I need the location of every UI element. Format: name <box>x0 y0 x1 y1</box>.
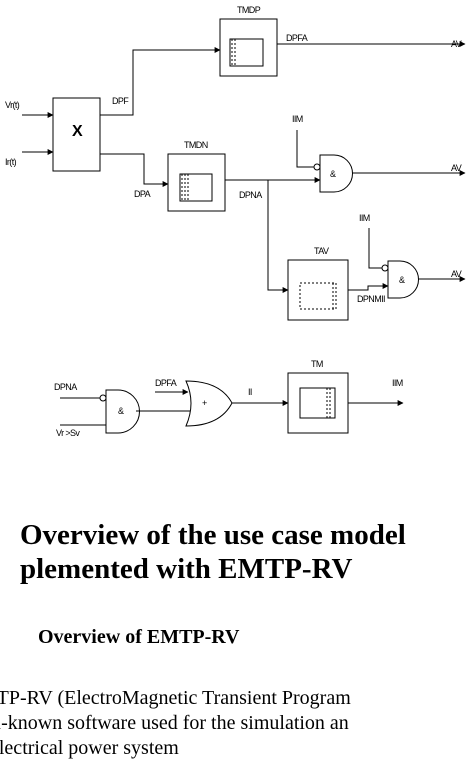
iim-mid-wire <box>368 228 382 269</box>
iim-out-label: IIM <box>392 378 403 388</box>
or-symbol: + <box>202 398 207 408</box>
ii-label: II <box>248 387 252 397</box>
and3-inverter <box>99 394 107 402</box>
paragraph-line-2: ll-known software used for the simulatio… <box>0 712 349 734</box>
av2-label: AV <box>451 163 462 173</box>
and-gate-2 <box>387 260 419 299</box>
tmdp-block <box>219 18 278 77</box>
bottom-dpfa-label: DPFA <box>155 378 177 388</box>
iim-top-label: IIM <box>292 114 303 124</box>
heading-line-1: Overview of the use case model <box>20 519 406 551</box>
tav-inner <box>299 282 337 310</box>
dpnmii-label: DPNMII <box>357 294 385 304</box>
and1-symbol: & <box>330 169 336 179</box>
and2-inverter <box>381 264 389 272</box>
dpf-wire <box>100 47 221 116</box>
and2-symbol: & <box>399 275 405 285</box>
dpfa-label: DPFA <box>286 33 308 43</box>
dpa-label: DPA <box>134 189 151 199</box>
tm-block <box>287 372 349 434</box>
tmdp-label: TMDP <box>237 5 261 15</box>
tmdn-inner <box>179 173 213 202</box>
tmdn-label: TMDN <box>184 140 208 150</box>
and1-inverter <box>313 163 321 171</box>
tm-inner <box>299 387 336 419</box>
vr-sv-label: Vr >Sv <box>56 428 80 438</box>
tmdn-block <box>167 153 226 212</box>
tav-label: TAV <box>314 246 329 256</box>
dpna-branch-wire <box>267 180 289 293</box>
vr-label: Vr(t) <box>5 100 20 110</box>
av1-label: AV <box>451 39 462 49</box>
or-gate <box>185 380 233 427</box>
subsection-heading: Overview of EMTP-RV <box>38 626 240 648</box>
and3-symbol: & <box>118 406 124 416</box>
paragraph-line-1: ITP-RV (ElectroMagnetic Transient Progra… <box>0 687 351 709</box>
multiply-symbol: X <box>72 123 83 140</box>
multiplier-block <box>52 97 101 172</box>
dpa-wire <box>100 153 169 187</box>
body-paragraph: ITP-RV (ElectroMagnetic Transient Progra… <box>0 686 351 761</box>
ir-label: Ir(t) <box>5 157 17 167</box>
iim-top-wire <box>296 130 314 168</box>
and-gate-3 <box>105 389 140 434</box>
paragraph-line-3: electrical power system <box>0 737 179 759</box>
tmdp-inner <box>229 38 264 67</box>
logic-diagram: Vr(t) Ir(t) X DPF DPA TMDP DPFA AV TMDN … <box>5 5 466 438</box>
dpf-label: DPF <box>112 96 129 106</box>
section-heading: Overview of the use case model plemented… <box>20 518 474 586</box>
tm-label: TM <box>311 359 323 369</box>
tav-block <box>287 259 349 321</box>
dpnmii-wire <box>348 283 389 291</box>
and-gate-1 <box>319 154 353 193</box>
bottom-dpna-label: DPNA <box>54 382 77 392</box>
av3-label: AV <box>451 269 462 279</box>
iim-mid-label: IIM <box>359 213 370 223</box>
dpna-label: DPNA <box>239 190 262 200</box>
heading-line-2: plemented with EMTP-RV <box>20 553 353 585</box>
